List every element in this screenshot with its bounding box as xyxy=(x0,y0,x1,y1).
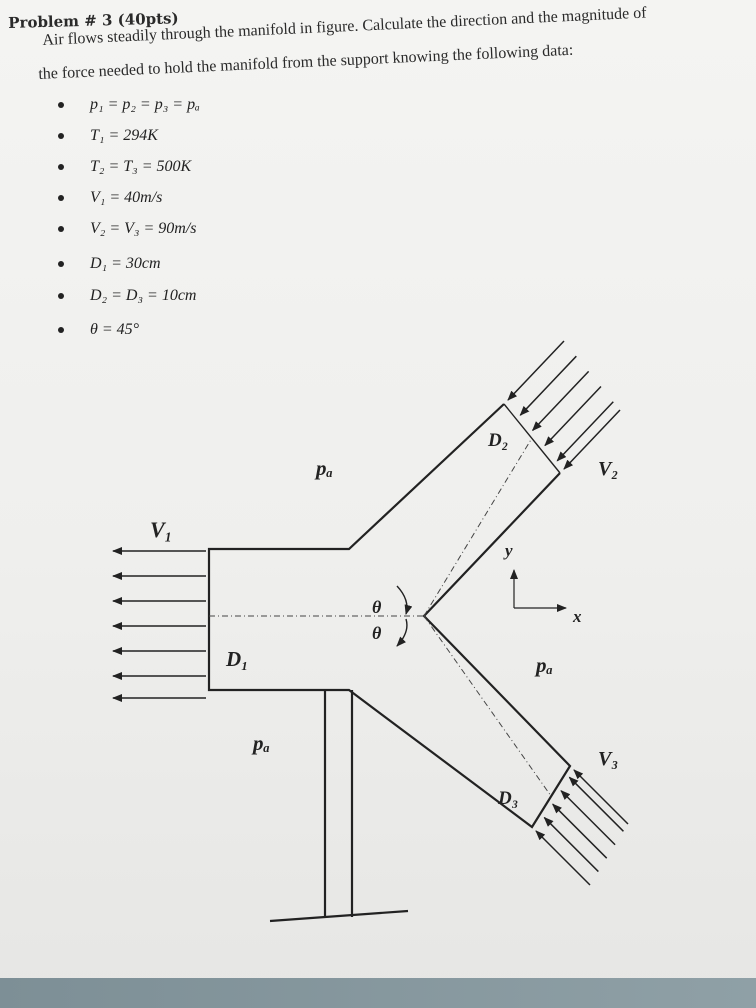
v3-flow-arrow xyxy=(560,790,616,846)
v2-flow-arrow xyxy=(544,386,602,447)
d3-label: D₃ xyxy=(497,788,518,809)
support-post xyxy=(269,690,409,923)
v3-label: V₃ xyxy=(598,748,618,770)
v1-arrow-group xyxy=(112,547,206,702)
bullet-icon xyxy=(58,261,64,267)
v2-arrow-group xyxy=(507,340,621,470)
table-surface xyxy=(0,978,756,1008)
v3-flow-arrow xyxy=(535,830,591,886)
axis-x-label: x xyxy=(572,607,582,626)
bullet-icon xyxy=(58,195,64,201)
bullet-icon xyxy=(58,133,64,139)
bullet-icon xyxy=(58,164,64,170)
v2-flow-arrow xyxy=(556,401,614,462)
d1-label: D₁ xyxy=(225,647,249,671)
bullet-icon xyxy=(58,226,64,232)
theta-label-upper: θ xyxy=(372,597,382,617)
v3-flow-arrow xyxy=(552,803,608,859)
v2-flow-arrow xyxy=(563,409,621,470)
v2-flow-arrow xyxy=(519,355,577,416)
manifold-outline xyxy=(207,403,572,829)
bullet-icon xyxy=(58,293,64,299)
theta-arcs xyxy=(396,585,413,647)
centerlines xyxy=(209,437,552,797)
pa-label-bottom: pₐ xyxy=(251,731,270,755)
v3-flow-arrow xyxy=(568,776,624,832)
bullet-icon xyxy=(58,102,64,108)
pa-label-right: pₐ xyxy=(534,653,553,677)
v3-flow-arrow xyxy=(543,816,599,873)
v3-arrow-group xyxy=(535,769,629,886)
v1-label: V₁ xyxy=(150,517,172,542)
coordinate-axes xyxy=(510,569,567,612)
theta-label-lower: θ xyxy=(372,623,382,643)
d2-label: D₂ xyxy=(487,430,508,451)
v2-flow-arrow xyxy=(507,340,565,401)
v2-flow-arrow xyxy=(531,370,590,432)
bullet-icon xyxy=(58,327,64,333)
pa-label-top: pₐ xyxy=(314,456,333,480)
v3-flow-arrow xyxy=(573,769,629,825)
axis-y-label: y xyxy=(503,541,513,560)
v2-label: V₂ xyxy=(598,458,618,480)
